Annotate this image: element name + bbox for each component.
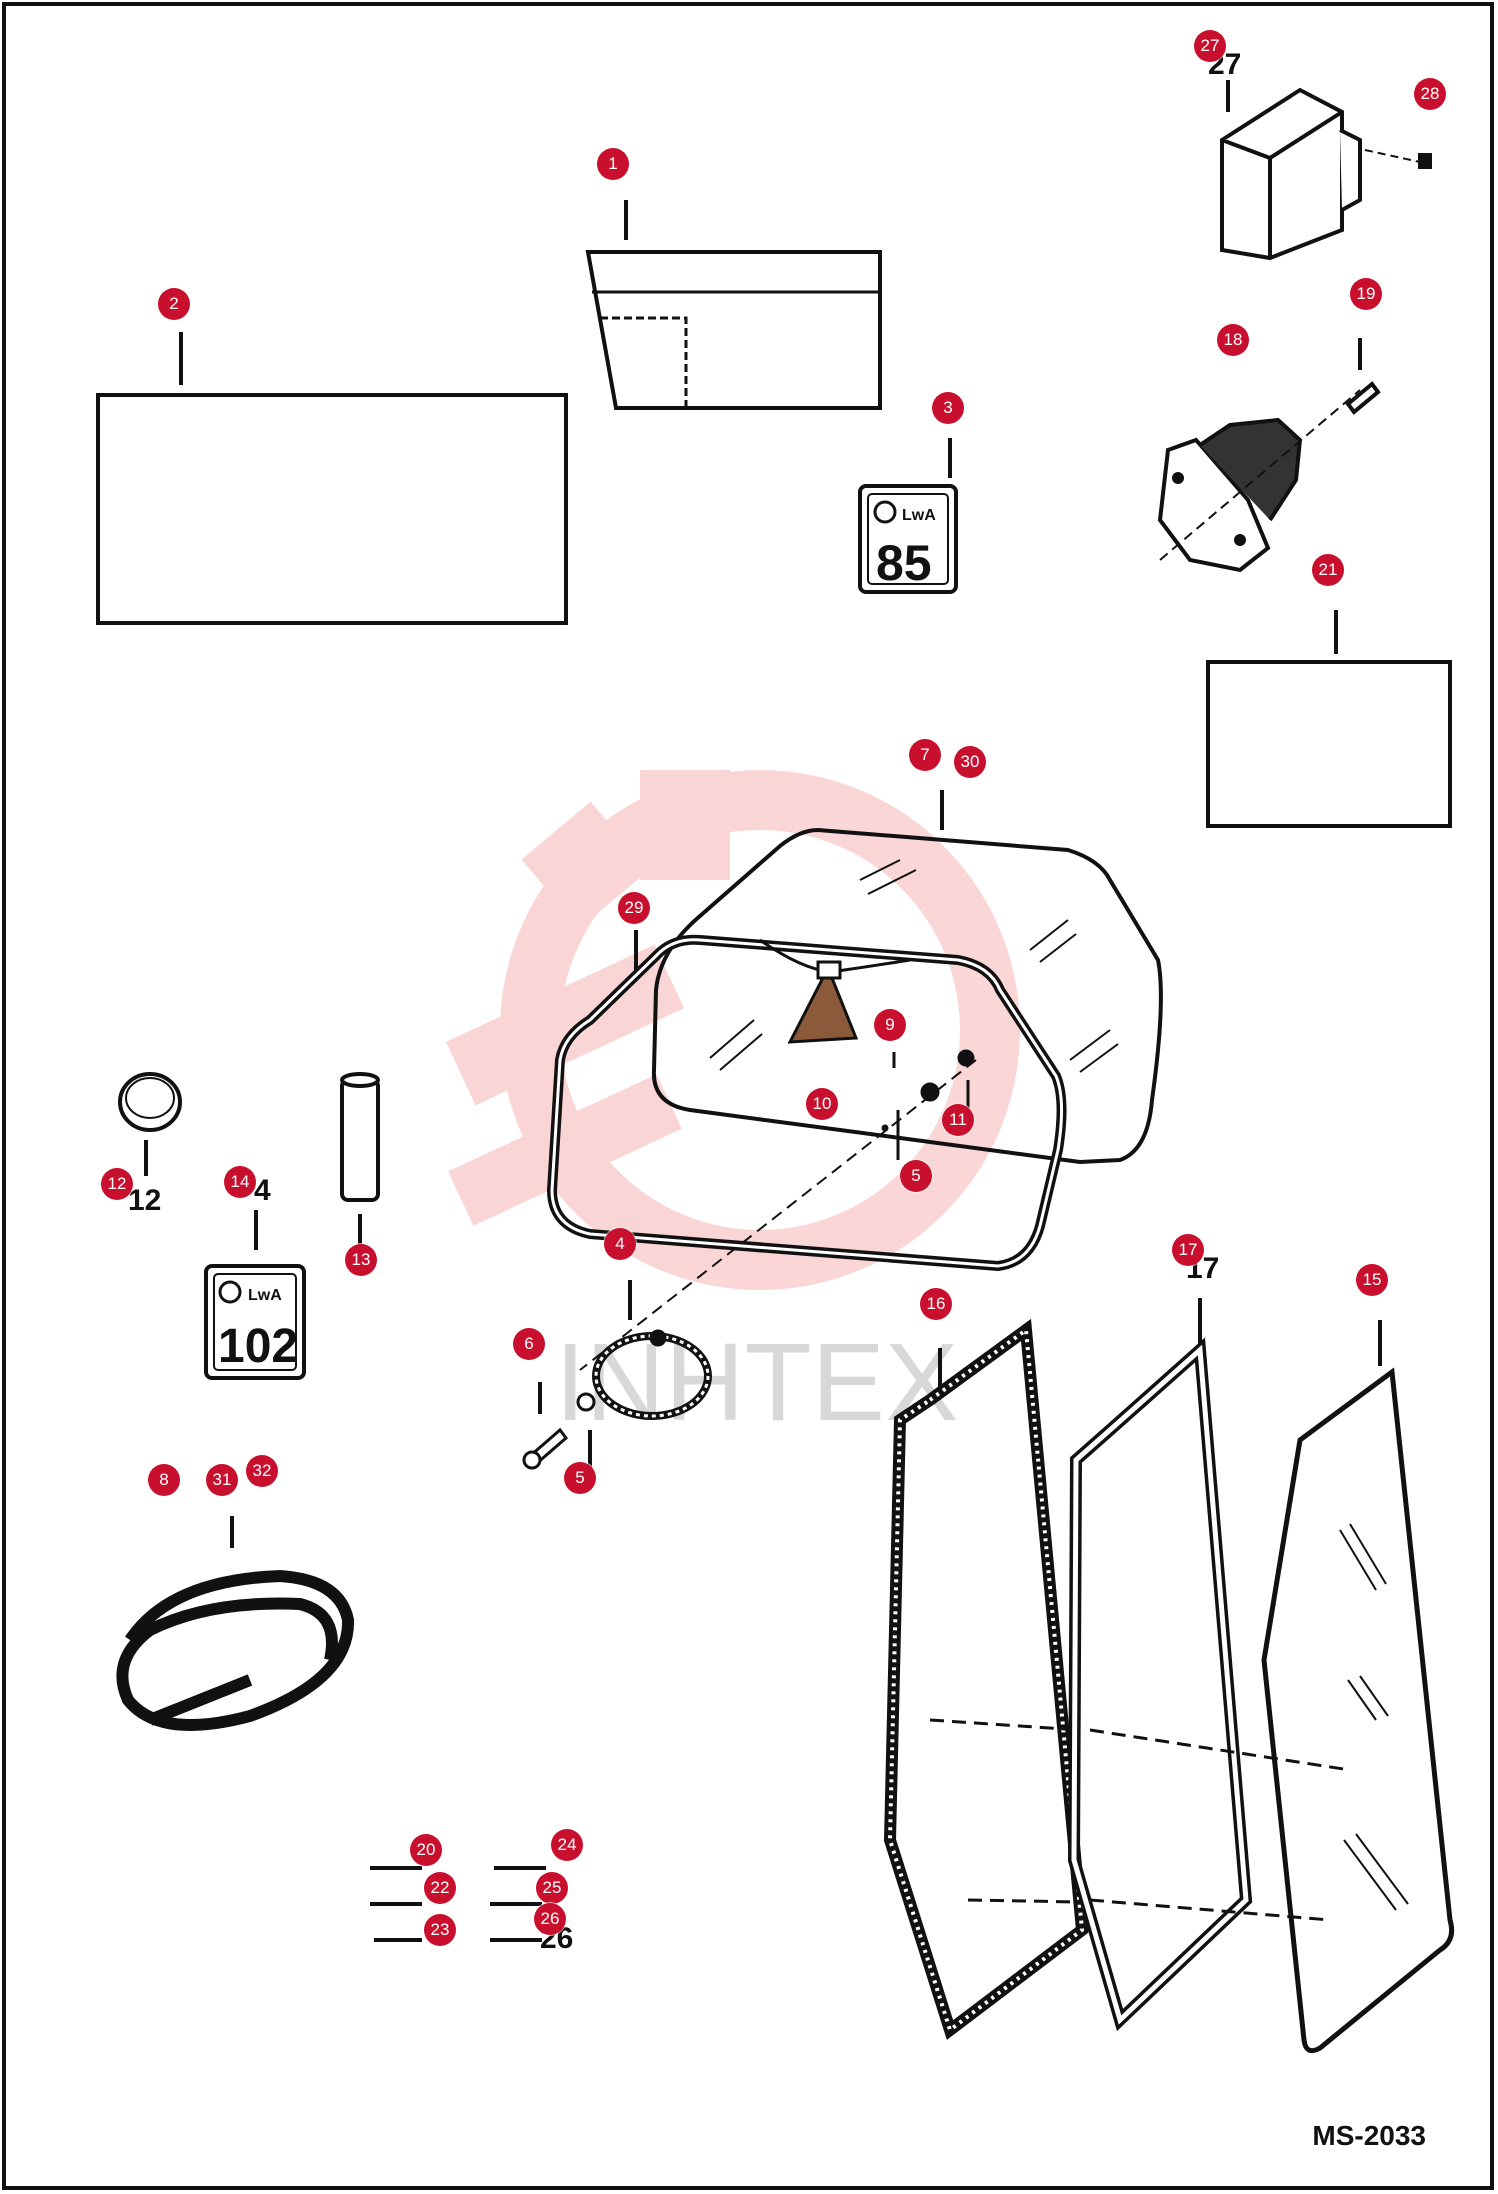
callout-10[interactable]: 10 xyxy=(806,1088,838,1120)
callout-12[interactable]: 12 xyxy=(101,1168,133,1200)
part-14-sound-decal: LwA 102 xyxy=(204,1210,306,1380)
callout-18[interactable]: 18 xyxy=(1217,324,1249,356)
part-2-manual xyxy=(96,332,568,625)
callout-16[interactable]: 16 xyxy=(920,1288,952,1320)
callout-5-lower[interactable]: 5 xyxy=(564,1462,596,1494)
part-13-tube xyxy=(340,1072,380,1244)
callout-32[interactable]: 32 xyxy=(246,1455,278,1487)
part-18-boot xyxy=(1157,338,1381,573)
part-15-side-glass xyxy=(1261,1320,1455,2054)
callout-2[interactable]: 2 xyxy=(158,288,190,320)
part-17-seal xyxy=(1067,1298,1351,2032)
callout-26[interactable]: 26 xyxy=(534,1903,566,1935)
part-8-seal-cord xyxy=(116,1516,355,1731)
callout-3[interactable]: 3 xyxy=(932,392,964,424)
svg-text:85: 85 xyxy=(876,535,932,591)
callout-21[interactable]: 21 xyxy=(1312,554,1344,586)
part-27-box xyxy=(1220,80,1432,261)
callout-9[interactable]: 9 xyxy=(874,1009,906,1041)
fastener-line xyxy=(579,1049,977,1371)
callout-13[interactable]: 13 xyxy=(345,1244,377,1276)
diagram-id: MS-2033 xyxy=(1312,2120,1426,2151)
part-21-label xyxy=(1206,610,1452,828)
callout-30[interactable]: 30 xyxy=(954,746,986,778)
callout-27[interactable]: 27 xyxy=(1194,30,1226,62)
part-12-cap xyxy=(118,1072,182,1176)
callout-8[interactable]: 8 xyxy=(148,1464,180,1496)
label-lines-20-26 xyxy=(370,1866,546,1942)
callout-6[interactable]: 6 xyxy=(513,1328,545,1360)
callout-31[interactable]: 31 xyxy=(206,1464,238,1496)
svg-text:102: 102 xyxy=(218,1320,298,1373)
callout-17[interactable]: 17 xyxy=(1172,1234,1204,1266)
part-9-hammer xyxy=(759,938,911,1068)
part-4-ring xyxy=(592,1280,712,1420)
callout-1[interactable]: 1 xyxy=(597,148,629,180)
callout-28[interactable]: 28 xyxy=(1414,78,1446,110)
part-1-manual-folder xyxy=(585,200,882,410)
part-number-12: 12 xyxy=(128,1184,162,1217)
part-7-rear-window xyxy=(651,790,1163,1165)
callout-11[interactable]: 11 xyxy=(942,1104,974,1136)
part-3-sound-decal: LwA 85 xyxy=(858,438,958,594)
part-29-seal xyxy=(546,930,1067,1272)
callout-15[interactable]: 15 xyxy=(1356,1264,1388,1296)
callout-14[interactable]: 14 xyxy=(224,1166,256,1198)
callout-4[interactable]: 4 xyxy=(604,1228,636,1260)
callout-20[interactable]: 20 xyxy=(410,1834,442,1866)
callout-29[interactable]: 29 xyxy=(618,892,650,924)
callout-25[interactable]: 25 xyxy=(536,1872,568,1904)
svg-text:LwA: LwA xyxy=(248,1287,282,1304)
part-6-bolt xyxy=(522,1382,596,1470)
callout-19[interactable]: 19 xyxy=(1350,278,1382,310)
callout-5-upper[interactable]: 5 xyxy=(900,1160,932,1192)
part-number-14: 4 xyxy=(254,1174,271,1207)
part-16-window-seal xyxy=(883,1318,1089,2040)
callout-22[interactable]: 22 xyxy=(424,1872,456,1904)
callout-7[interactable]: 7 xyxy=(909,739,941,771)
callout-24[interactable]: 24 xyxy=(551,1829,583,1861)
svg-text:LwA: LwA xyxy=(902,507,936,524)
callout-23[interactable]: 23 xyxy=(424,1914,456,1946)
